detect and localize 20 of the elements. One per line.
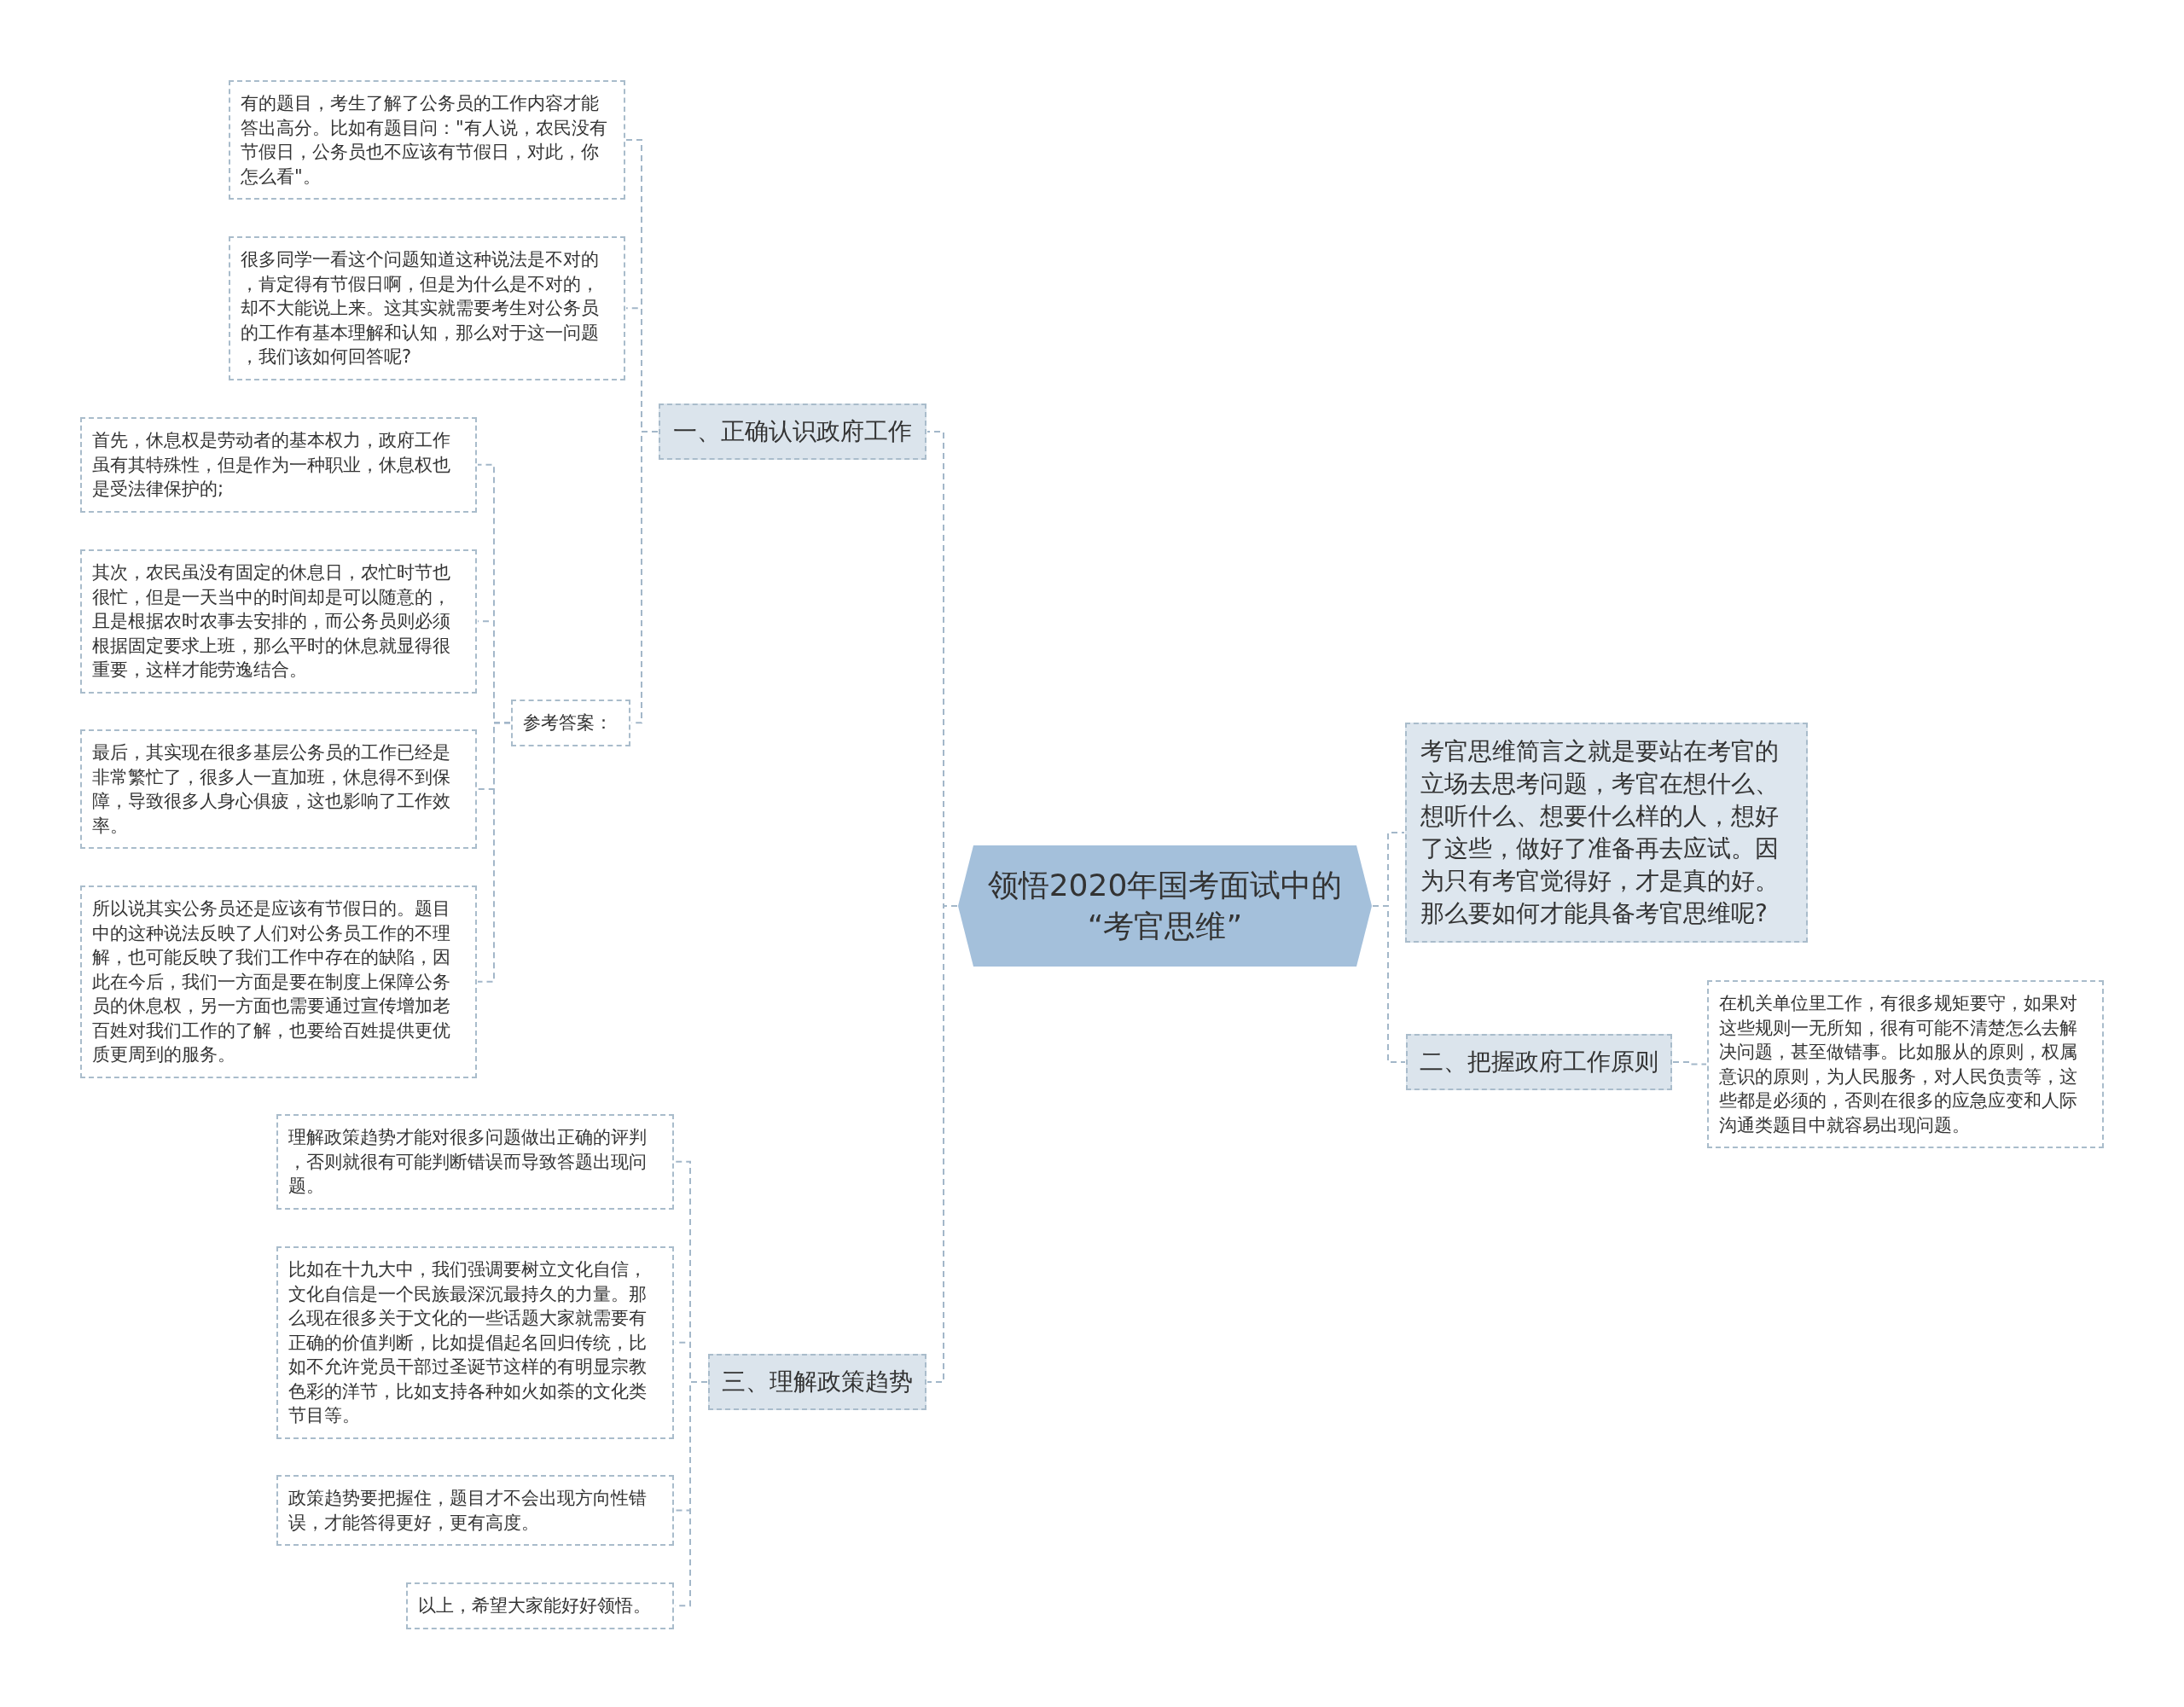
subtopic-note: 比如在十九大中，我们强调要树立文化自信，文化自信是一个民族最深沉最持久的力量。那么现在很多关于文化的一些话题大家就需要有正确的价值判断，比如提倡起名回归传统，比如不允许党员干部过圣诞节这样的有明显宗教色彩的洋节，比如支持各种如火如荼的文化类节目等。 — [276, 1246, 674, 1439]
subtopic-note: 理解政策趋势才能对很多问题做出正确的评判，否则就很有可能判断错误而导致答题出现问题。 — [276, 1114, 674, 1210]
branch-topic: 二、把握政府工作原则 — [1406, 1034, 1672, 1090]
subtopic-note: 最后，其实现在很多基层公务员的工作已经是非常繁忙了，很多人一直加班，休息得不到保障，导致很多人身心俱疲，这也影响了工作效率。 — [80, 729, 477, 849]
subtopic-note: 很多同学一看这个问题知道这种说法是不对的，肯定得有节假日啊，但是为什么是不对的，却不大能说上来。这其实就需要考生对公务员的工作有基本理解和认知，那么对于这一问题，我们该如何回答呢? — [229, 236, 625, 380]
subtopic-note: 以上，希望大家能好好领悟。 — [406, 1582, 674, 1629]
central-topic: 领悟2020年国考面试中的“考官思维” — [958, 845, 1372, 967]
subtopic-note: 政策趋势要把握住，题目才不会出现方向性错误，才能答得更好，更有高度。 — [276, 1475, 674, 1546]
summary-note: 考官思维简言之就是要站在考官的立场去思考问题，考官在想什么、想听什么、想要什么样的人，想好了这些，做好了准备再去应试。因为只有考官觉得好，才是真的好。那么要如何才能具备考官思维呢? — [1405, 723, 1808, 943]
branch-topic: 三、理解政策趋势 — [708, 1354, 926, 1410]
subtopic-note: 其次，农民虽没有固定的休息日，农忙时节也很忙，但是一天当中的时间却是可以随意的，且是根据农时农事去安排的，而公务员则必须根据固定要求上班，那么平时的休息就显得很重要，这样才能劳逸结合。 — [80, 549, 477, 694]
branch-topic: 一、正确认识政府工作 — [659, 404, 926, 460]
connector-line — [1372, 905, 1406, 1063]
subtopic-note: 在机关单位里工作，有很多规矩要守，如果对这些规则一无所知，很有可能不清楚怎么去解决问题，甚至做错事。比如服从的原则，权属意识的原则，为人民服务，对人民负责等，这些都是必须的，否则在很多的应急应变和人际沟通类题目中就容易出现问题。 — [1707, 980, 2104, 1148]
subtopic-note: 所以说其实公务员还是应该有节假日的。题目中的这种说法反映了人们对公务员工作的不理解，也可能反映了我们工作中存在的缺陷，因此在今后，我们一方面是要在制度上保障公务员的休息权，另一方面也需要通过宣传增加老百姓对我们工作的了解，也要给百姓提供更优质更周到的服务。 — [80, 885, 477, 1078]
connector-line — [1672, 1061, 1707, 1065]
subtopic-note: 有的题目，考生了解了公务员的工作内容才能答出高分。比如有题目问："有人说，农民没有节假日，公务员也不应该有节假日，对此，你怎么看"。 — [229, 80, 625, 200]
connector-line — [477, 722, 511, 983]
subtopic-note: 首先，休息权是劳动者的基本权力，政府工作虽有其特殊性，但是作为一种职业，休息权也是受法律保护的; — [80, 417, 477, 513]
subtopic-note: 参考答案： — [511, 700, 630, 746]
